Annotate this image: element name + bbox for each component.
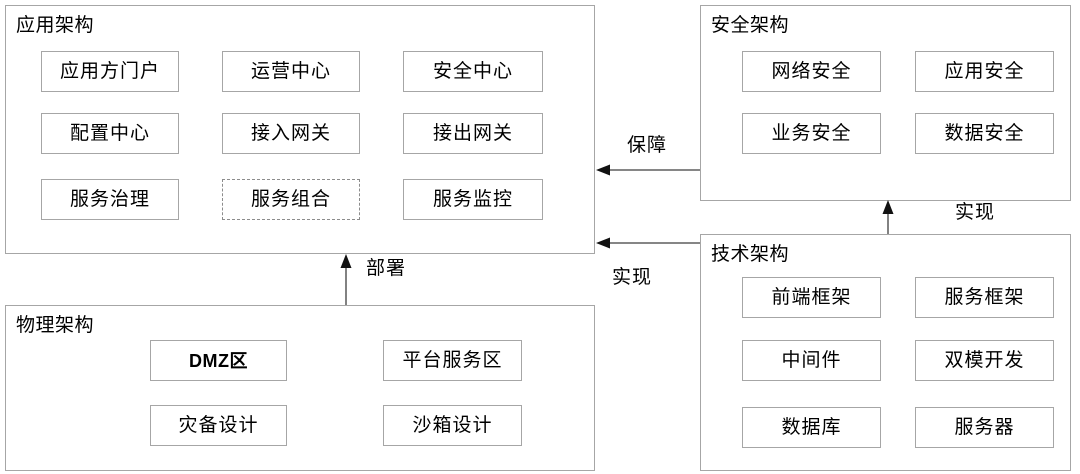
edge-label-physical-to-application: 部署 [366,258,407,279]
node-network-security[interactable]: 网络安全 [742,51,881,92]
node-server[interactable]: 服务器 [915,407,1054,448]
node-frontend-framework[interactable]: 前端框架 [742,277,881,318]
node-service-framework[interactable]: 服务框架 [915,277,1054,318]
arrow-security-to-application [596,164,700,176]
node-ingress-gateway[interactable]: 接入网关 [222,113,360,154]
node-bimodal-development[interactable]: 双模开发 [915,340,1054,381]
arrow-physical-to-application [340,254,352,305]
node-disaster-recovery-design[interactable]: 灾备设计 [150,405,287,446]
node-application-security[interactable]: 应用安全 [915,51,1054,92]
arrow-technology-to-security [882,200,894,234]
node-database[interactable]: 数据库 [742,407,881,448]
node-service-governance[interactable]: 服务治理 [41,179,179,220]
group-title-security-architecture: 安全架构 [711,15,790,36]
group-title-physical-architecture: 物理架构 [16,315,95,336]
node-sandbox-design[interactable]: 沙箱设计 [383,405,522,446]
node-data-security[interactable]: 数据安全 [915,113,1054,154]
edge-label-technology-to-security: 实现 [955,202,996,223]
node-business-security[interactable]: 业务安全 [742,113,881,154]
group-security-architecture [700,5,1071,201]
node-application-portal[interactable]: 应用方门户 [41,51,179,92]
node-dmz-zone[interactable]: DMZ区 [150,340,287,381]
node-middleware[interactable]: 中间件 [742,340,881,381]
edge-label-technology-to-application: 实现 [612,267,653,288]
node-service-monitoring[interactable]: 服务监控 [403,179,543,220]
node-config-center[interactable]: 配置中心 [41,113,179,154]
group-title-technology-architecture: 技术架构 [711,244,790,265]
node-service-composition[interactable]: 服务组合 [222,179,360,220]
edge-label-security-to-application: 保障 [627,135,668,156]
node-security-center[interactable]: 安全中心 [403,51,543,92]
node-egress-gateway[interactable]: 接出网关 [403,113,543,154]
node-platform-service-zone[interactable]: 平台服务区 [383,340,522,381]
node-operation-center[interactable]: 运营中心 [222,51,360,92]
arrow-technology-to-application [596,237,700,249]
group-title-application-architecture: 应用架构 [16,15,95,36]
